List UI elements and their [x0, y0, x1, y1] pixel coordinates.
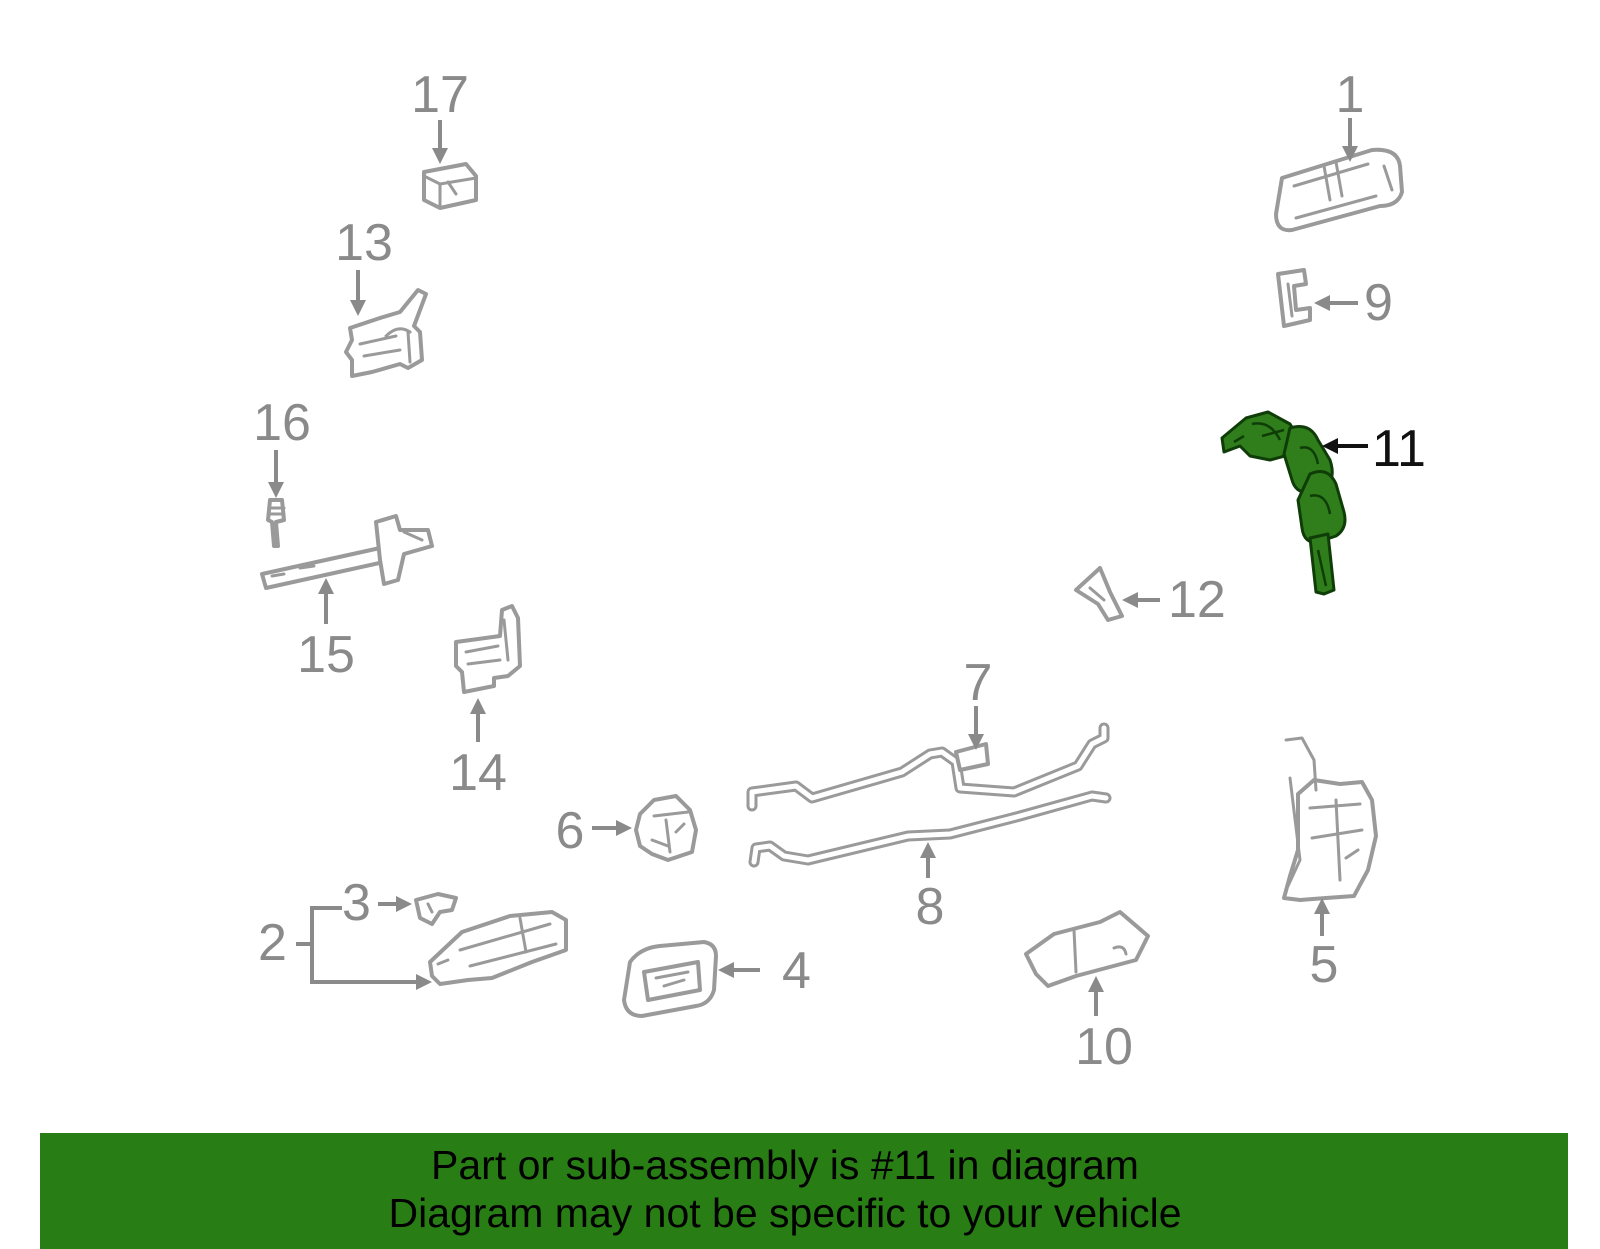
- part-5-lock-actuator[interactable]: [1282, 736, 1378, 902]
- callout-16: 16: [253, 394, 311, 498]
- callout-4: 4: [718, 942, 811, 1000]
- part-1-outside-handle[interactable]: [1274, 147, 1404, 233]
- info-banner: Part or sub-assembly is #11 in diagram D…: [40, 1133, 1568, 1249]
- callout-10-label: 10: [1075, 1018, 1133, 1076]
- callout-15-label: 15: [297, 626, 355, 684]
- callout-13-label: 13: [335, 214, 393, 272]
- part-15-check-strap[interactable]: [260, 514, 434, 590]
- callout-1-label: 1: [1336, 66, 1365, 124]
- callout-3-label: 3: [342, 874, 371, 932]
- callout-4-label: 4: [782, 942, 811, 1000]
- part-2-inside-handle[interactable]: [428, 910, 568, 986]
- callout-8: 8: [916, 842, 945, 936]
- callout-2: 2 3: [258, 874, 432, 990]
- part-4-handle-bezel[interactable]: [622, 940, 718, 1018]
- callout-17: 17: [411, 66, 469, 164]
- callout-11-label: 11: [1372, 420, 1426, 478]
- part-8-lower-rod[interactable]: [748, 790, 1112, 868]
- callout-11: 11: [1322, 420, 1426, 478]
- callout-12-label: 12: [1168, 571, 1226, 629]
- parts-diagram: 17 1 9 13 16: [253, 66, 1426, 1076]
- callout-1: 1: [1336, 66, 1365, 162]
- callout-15: 15: [297, 578, 355, 684]
- callout-8-label: 8: [916, 878, 945, 936]
- callout-6: 6: [556, 802, 632, 860]
- part-7-upper-rod[interactable]: [746, 722, 1110, 812]
- part-3-clip[interactable]: [414, 892, 458, 926]
- part-14-bracket[interactable]: [454, 604, 522, 694]
- callout-9: 9: [1314, 274, 1393, 332]
- part-16-pin[interactable]: [266, 498, 286, 548]
- callout-14: 14: [449, 698, 507, 802]
- callout-5-label: 5: [1310, 936, 1339, 994]
- part-10-bracket-plate[interactable]: [1024, 910, 1150, 988]
- callout-17-label: 17: [411, 66, 469, 124]
- callout-9-label: 9: [1364, 274, 1393, 332]
- callout-7-label: 7: [964, 654, 993, 712]
- callout-5: 5: [1310, 898, 1339, 994]
- part-9-clip[interactable]: [1276, 268, 1312, 328]
- part-13-latch[interactable]: [344, 288, 428, 378]
- part-17-cap[interactable]: [422, 162, 478, 210]
- callout-6-label: 6: [556, 802, 585, 860]
- banner-part-note: Part or sub-assembly is #11 in diagram: [431, 1142, 1139, 1188]
- banner-disclaimer: Diagram may not be specific to your vehi…: [388, 1190, 1182, 1236]
- part-12-bracket[interactable]: [1074, 566, 1124, 622]
- callout-7: 7: [964, 654, 993, 750]
- part-11-lock-cylinder-with-keys[interactable]: [1220, 410, 1347, 596]
- callout-10: 10: [1075, 976, 1133, 1076]
- part-6-switch[interactable]: [634, 794, 698, 862]
- callout-2-label: 2: [258, 914, 287, 972]
- callout-12: 12: [1122, 571, 1226, 629]
- callout-13: 13: [335, 214, 393, 316]
- callout-16-label: 16: [253, 394, 311, 452]
- callout-14-label: 14: [449, 744, 507, 802]
